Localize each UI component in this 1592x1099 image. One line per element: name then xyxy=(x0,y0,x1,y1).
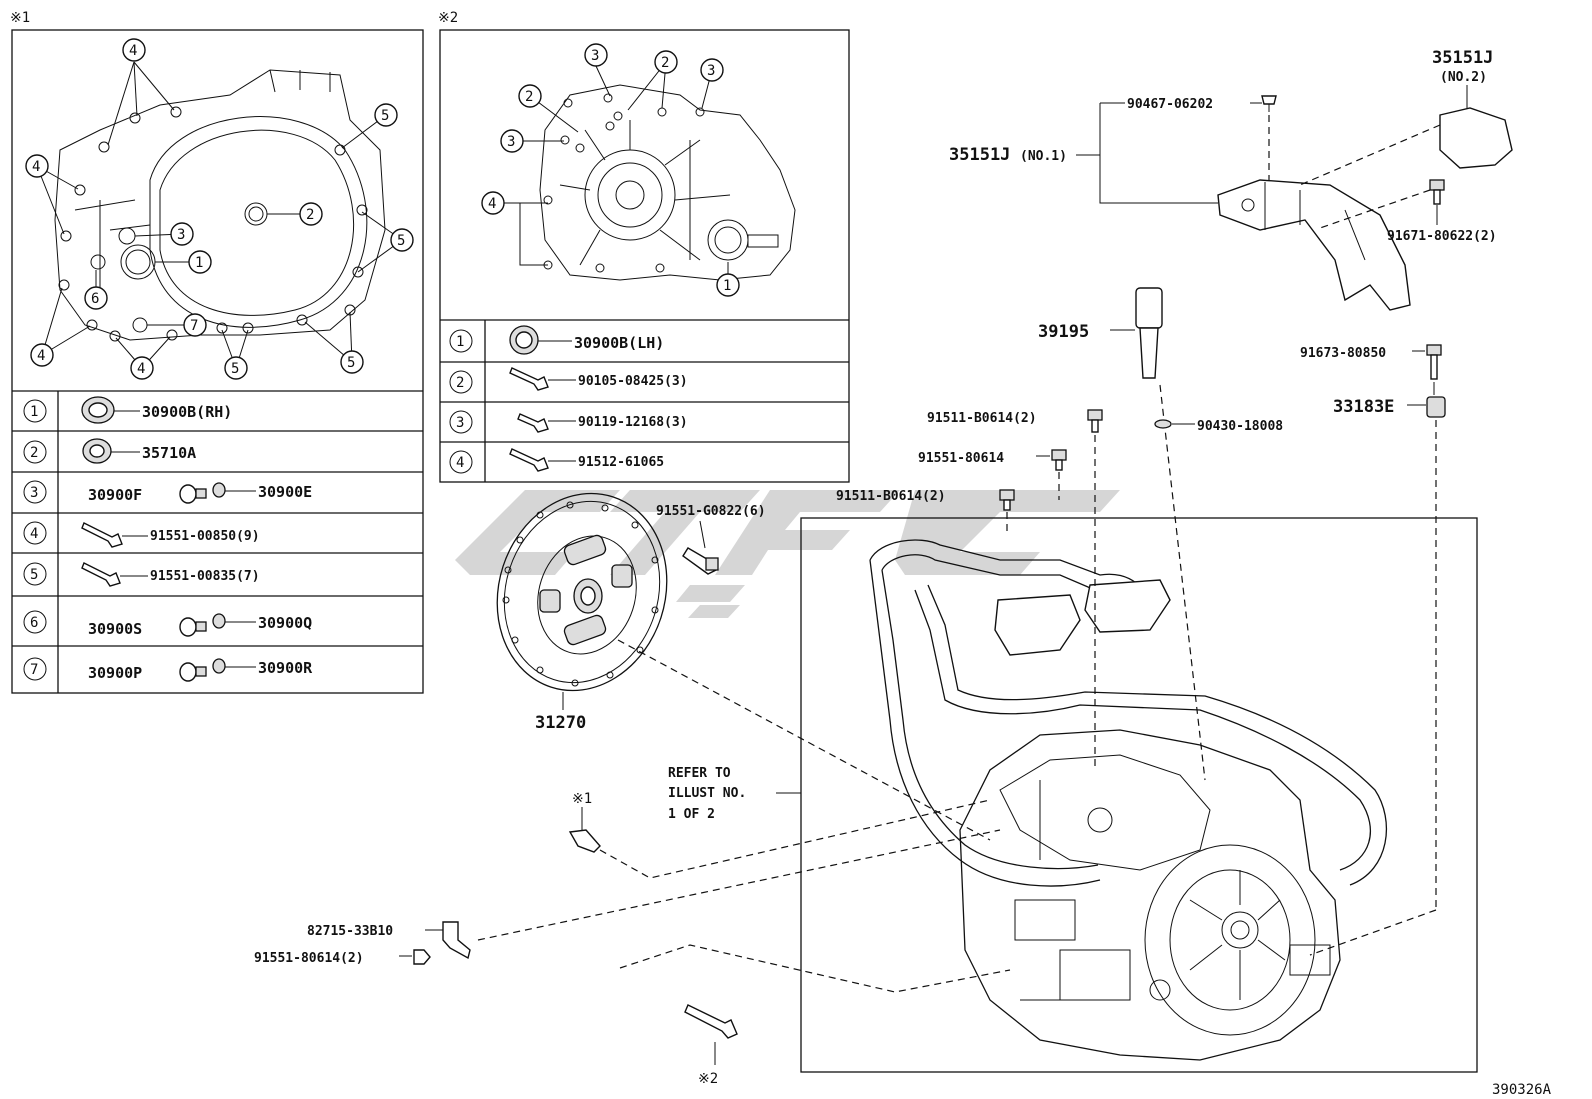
row-num: 7 xyxy=(30,662,38,678)
callout-1: 1 xyxy=(195,255,203,271)
bolt-91551-80614-a: 91551-80614 xyxy=(918,449,1067,500)
transaxle-assembly xyxy=(800,517,1478,1073)
callout-3: 3 xyxy=(177,227,185,243)
part-number-31270: 31270 xyxy=(535,713,586,733)
part-number-90430: 90430-18008 xyxy=(1197,419,1283,434)
callout-2: 2 xyxy=(525,89,533,105)
row-num: 4 xyxy=(30,526,38,542)
row-num: 6 xyxy=(30,615,38,631)
part-number: 30900P xyxy=(88,664,142,682)
part-number-82715: 82715-33B10 xyxy=(307,924,393,939)
part-number: 30900R xyxy=(258,659,313,677)
refer-line-1: REFER TO xyxy=(668,766,731,781)
screw-90467-06202: 90467-06202 xyxy=(1127,95,1277,180)
callout-2: 2 xyxy=(306,207,314,223)
row-num: 2 xyxy=(30,445,38,461)
gasket-90430-18008: 90430-18008 xyxy=(1154,419,1283,434)
callout-6: 6 xyxy=(91,291,99,307)
part-number: 30900S xyxy=(88,620,142,638)
part-number: 30900F xyxy=(88,486,142,504)
mark-1: ※1 xyxy=(572,791,592,807)
part-number: 35710A xyxy=(142,444,196,462)
bolt-ref-1: ※1 xyxy=(568,791,991,879)
callout-2: 2 xyxy=(661,55,669,71)
part-number: 30900B(LH) xyxy=(574,334,664,352)
part-number: 91512-61065 xyxy=(578,455,664,470)
row-num: 3 xyxy=(456,415,464,431)
callout-3: 3 xyxy=(507,134,515,150)
refer-note: REFER TO ILLUST NO. 1 OF 2 xyxy=(668,766,801,822)
part-number-91551-g0822: 91551-G0822(6) xyxy=(656,504,766,519)
inset-2-mark: ※2 xyxy=(438,10,458,26)
callout-4: 4 xyxy=(37,348,45,364)
part-number: 30900E xyxy=(258,483,312,501)
callout-5: 5 xyxy=(231,361,239,377)
dashed-leaders-top-right xyxy=(1299,124,1441,229)
part-number-33183e: 33183E xyxy=(1333,397,1394,417)
part-number-91671: 91671-80622(2) xyxy=(1387,229,1497,244)
refer-line-2: ILLUST NO. xyxy=(668,786,746,801)
part-number-91673: 91673-80850 xyxy=(1300,346,1386,361)
bolt-91511-b0614-a: 91511-B0614(2) xyxy=(927,409,1103,770)
inset-1: ※1 xyxy=(10,10,424,694)
callout-4: 4 xyxy=(129,43,137,59)
part-sub-no2: (NO.2) xyxy=(1440,70,1487,85)
part-number-91551: 91551-80614 xyxy=(918,451,1004,466)
part-number: 30900Q xyxy=(258,614,312,632)
part-number-91511: 91511-B0614(2) xyxy=(836,489,946,504)
refer-line-3: 1 OF 2 xyxy=(668,807,715,822)
row-num: 5 xyxy=(30,567,38,583)
part-number: 90119-12168(3) xyxy=(578,415,688,430)
inset-1-table: 1 30900B(RH) 2 35710A 3 30900F 30900E 4 … xyxy=(23,396,313,682)
callout-4: 4 xyxy=(488,196,496,212)
bracket-35151j-no2: 35151J (NO.2) xyxy=(1432,48,1513,169)
row-num: 1 xyxy=(30,404,38,420)
part-number: 91551-00835(7) xyxy=(150,569,260,584)
part-number-35151j: 35151J xyxy=(1432,48,1493,68)
part-sub-no1: (NO.1) xyxy=(1020,149,1067,164)
part-number-91551: 91551-80614(2) xyxy=(254,951,364,966)
part-number: 91551-00850(9) xyxy=(150,529,260,544)
bolt-91511-b0614-b: 91511-B0614(2) xyxy=(836,489,1015,535)
row-num: 3 xyxy=(30,485,38,501)
row-num: 4 xyxy=(456,455,464,471)
part-number-35151j: 35151J xyxy=(949,145,1010,165)
part-number-91511: 91511-B0614(2) xyxy=(927,411,1037,426)
inset-2: ※2 xyxy=(438,10,850,483)
part-number-90467: 90467-06202 xyxy=(1127,97,1213,112)
clutch-disc: 31270 xyxy=(496,492,668,733)
callout-5: 5 xyxy=(397,233,405,249)
bolt-91673-80850: 91673-80850 xyxy=(1300,344,1442,395)
clutch-housing-drawing xyxy=(539,84,796,281)
callout-1: 1 xyxy=(723,278,731,294)
mark-2: ※2 xyxy=(698,1071,718,1087)
row-num: 1 xyxy=(456,334,464,350)
watermark-logo xyxy=(455,490,1120,618)
bracket-35151j-no1: 35151J (NO.1) xyxy=(949,102,1411,311)
callout-4: 4 xyxy=(137,361,145,377)
part-number: 30900B(RH) xyxy=(142,403,232,421)
row-num: 2 xyxy=(456,375,464,391)
callout-5: 5 xyxy=(381,108,389,124)
callout-4: 4 xyxy=(32,159,40,175)
callout-7: 7 xyxy=(190,318,198,334)
bolt-ref-2: ※2 xyxy=(619,944,1011,1087)
part-number-39195: 39195 xyxy=(1038,322,1089,342)
diagram-id: 390326A xyxy=(1492,1082,1552,1098)
inset-1-mark: ※1 xyxy=(10,10,30,26)
part-number: 90105-08425(3) xyxy=(578,374,688,389)
cushion-33183e: 33183E xyxy=(1309,396,1446,956)
callout-3: 3 xyxy=(707,63,715,79)
callout-5: 5 xyxy=(347,355,355,371)
bolt-91671-80622: 91671-80622(2) xyxy=(1387,179,1497,244)
bracket-82715-33b10: 82715-33B10 91551-80614(2) xyxy=(254,829,1001,966)
callouts-2: 3 2 3 2 3 4 1 xyxy=(481,43,740,297)
bolt-91551-g0822: 91551-G0822(6) xyxy=(656,504,766,575)
callouts-1: 4 4 4 4 5 5 5 5 1 2 3 6 7 xyxy=(25,38,414,380)
sensor-39195: 39195 xyxy=(1038,287,1206,781)
callout-3: 3 xyxy=(591,48,599,64)
inset-2-table: 1 30900B(LH) 2 90105-08425(3) 3 90119-12… xyxy=(449,325,688,474)
